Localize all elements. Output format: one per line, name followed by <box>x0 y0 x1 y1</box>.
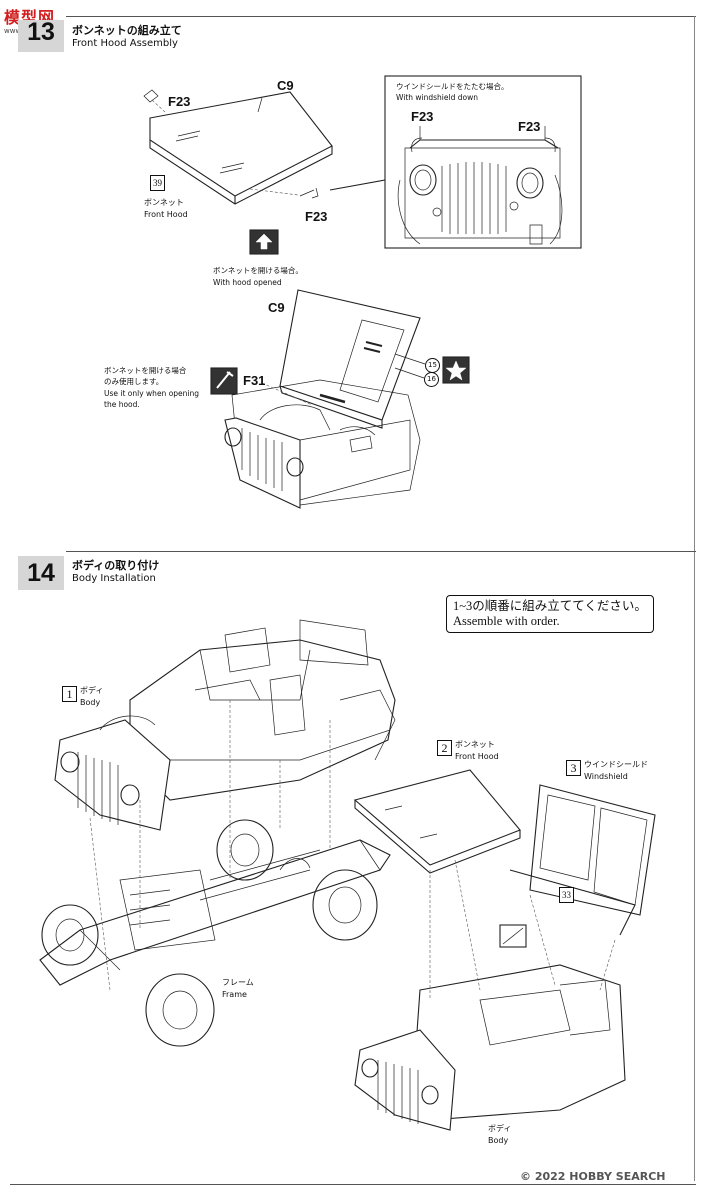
hood-label-jp: ボンネット <box>144 198 184 207</box>
part-f23-top: F23 <box>168 94 191 109</box>
order-2-jp: ボンネット <box>455 740 495 749</box>
order-2-marker: 2 <box>437 740 452 756</box>
hood-opened-en: With hood opened <box>213 278 282 287</box>
only-open-en-2: the hood. <box>104 400 140 409</box>
step-14-rule <box>66 551 696 552</box>
only-open-en-1: Use it only when opening <box>104 389 200 398</box>
order-1-jp: ボディ <box>80 686 104 695</box>
assemble-order-note-jp: 1~3の順番に組み立ててください。 <box>453 599 647 613</box>
step-13-title-jp: ボンネットの組み立て <box>72 24 182 37</box>
step-14-title-jp: ボディの取り付け <box>72 559 160 572</box>
part-f23-bottom: F23 <box>305 209 328 224</box>
part-f23-inset-right: F23 <box>518 119 541 134</box>
step-14-number: 14 <box>18 556 64 590</box>
decal-33-marker: 33 <box>559 887 574 903</box>
order-2-en: Front Hood <box>455 752 499 761</box>
decal-16-marker: 16 <box>424 372 439 387</box>
assemble-order-note-en: Assemble with order. <box>453 614 560 628</box>
top-rule <box>66 16 696 17</box>
order-3-en: Windshield <box>584 772 628 781</box>
part-f31: F31 <box>243 373 266 388</box>
order-3-jp: ウインドシールド <box>584 760 648 769</box>
frame-label-jp: フレーム <box>222 978 254 987</box>
order-3-marker: 3 <box>566 760 581 776</box>
assemble-order-note: 1~3の順番に組み立ててください。 Assemble with order. <box>446 595 654 633</box>
hood-opened-jp: ボンネットを開ける場合。 <box>213 266 303 275</box>
hood-label-en: Front Hood <box>144 210 188 219</box>
decal-39-marker: 39 <box>150 175 165 191</box>
windshield-down-en: With windshield down <box>396 93 478 102</box>
only-open-jp-2: のみ使用します。 <box>104 377 164 386</box>
order-1-marker: 1 <box>62 686 77 702</box>
right-margin-line <box>694 16 695 1181</box>
part-c9-top: C9 <box>277 78 294 93</box>
step-13-number: 13 <box>18 20 64 52</box>
footer-watermark: © 2022 HOBBY SEARCH <box>520 1170 666 1183</box>
body-label-jp: ボディ <box>488 1124 512 1133</box>
windshield-down-jp: ウインドシールドをたたむ場合。 <box>396 82 509 91</box>
frame-label-en: Frame <box>222 990 247 999</box>
bottom-rule <box>10 1184 696 1185</box>
body-label-en: Body <box>488 1136 509 1145</box>
part-f23-inset-left: F23 <box>411 109 434 124</box>
step-13-title-en: Front Hood Assembly <box>72 38 178 49</box>
step-14-title-en: Body Installation <box>72 573 156 584</box>
part-c9-open: C9 <box>268 300 285 315</box>
order-1-en: Body <box>80 698 101 707</box>
only-open-jp-1: ボンネットを開ける場合 <box>104 366 187 375</box>
